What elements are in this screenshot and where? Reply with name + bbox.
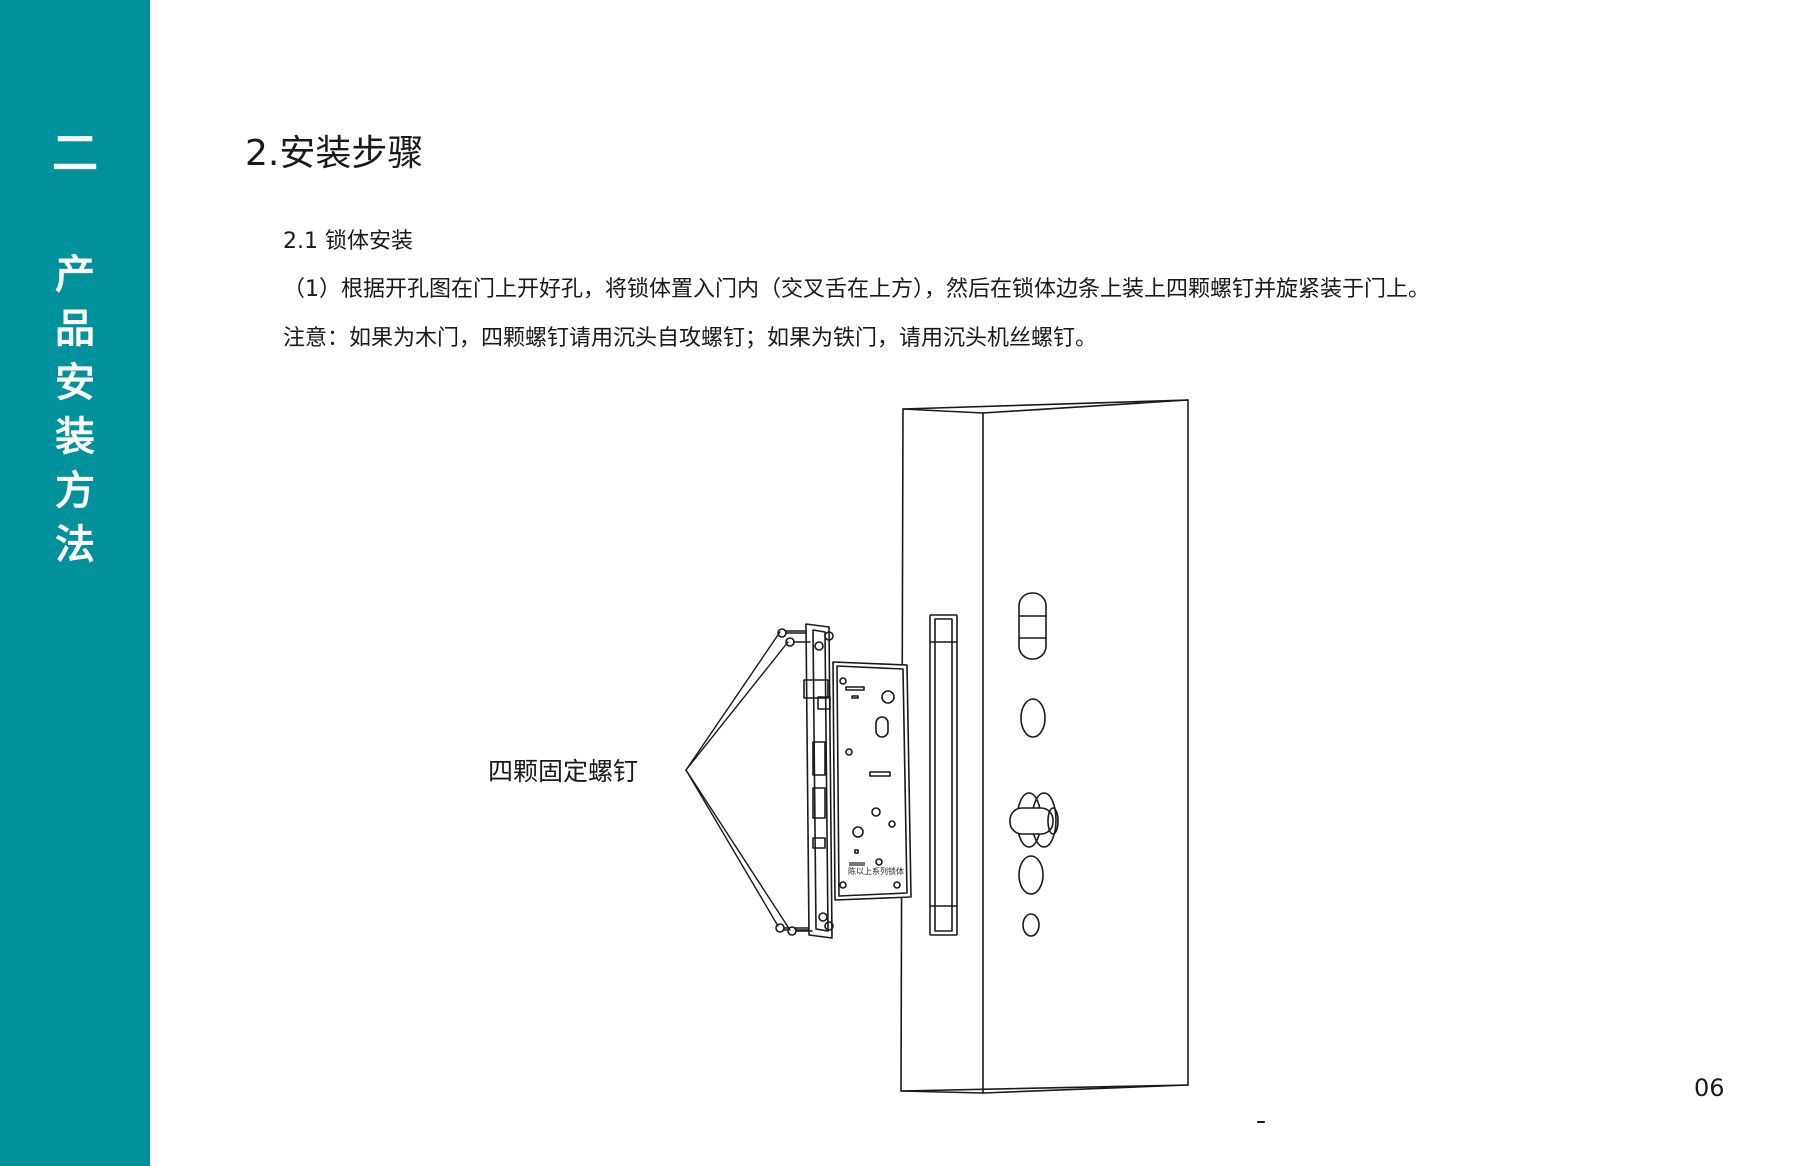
door-face-holes [1009, 592, 1059, 937]
fixing-screw [785, 637, 811, 647]
chapter-sidebar: 二 产品安装方法 [0, 0, 150, 1166]
door-edge-mortise-slot [929, 614, 958, 936]
door-illustration [900, 399, 1189, 1094]
lock-case-marking: 陈以上系列锁体 [848, 866, 904, 876]
fixing-screw [777, 628, 807, 638]
chapter-title-char: 法 [55, 522, 95, 568]
chapter-title-char: 安 [55, 360, 95, 406]
chapter-title-char: 产 [55, 252, 95, 298]
installation-note: 注意：如果为木门，四颗螺钉请用沉头自攻螺钉；如果为铁门，请用沉头机丝螺钉。 [283, 326, 1098, 351]
screws-callout-label: 四颗固定螺钉 [488, 757, 639, 786]
subsection-heading: 2.1 锁体安装 [283, 229, 413, 254]
chapter-title-char: 方 [55, 468, 95, 514]
chapter-number: 二 [52, 126, 98, 180]
chapter-title-char: 品 [55, 306, 95, 352]
step-1-instruction: （1）根据开孔图在门上开好孔，将锁体置入门内（交叉舌在上方），然后在锁体边条上装… [283, 277, 1431, 302]
chapter-title: 产品安装方法 [0, 248, 150, 572]
mortise-lock-body [803, 623, 912, 939]
page-number: 06 [1694, 1074, 1725, 1102]
callout-leader-lines [685, 631, 791, 931]
chapter-title-char: 装 [55, 414, 95, 460]
section-heading: 2.安装步骤 [245, 133, 424, 174]
